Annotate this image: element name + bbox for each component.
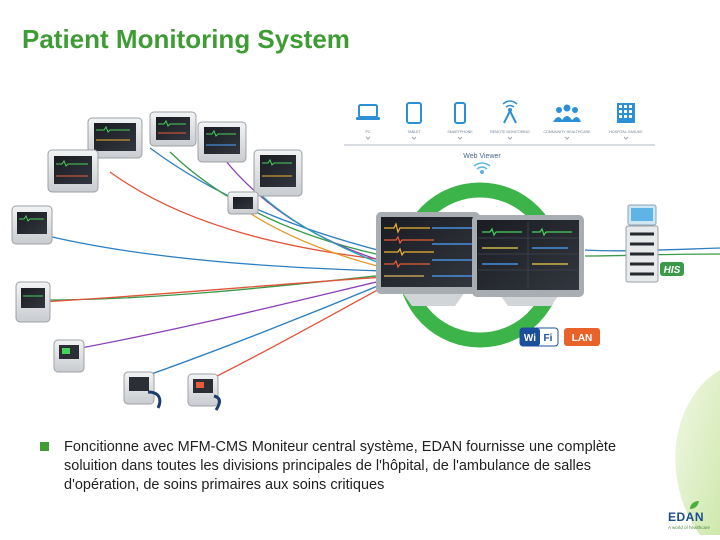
vital-signs-monitor-3 [187, 373, 221, 411]
wifi-label-a: Wi [524, 333, 536, 344]
page-title: Patient Monitoring System [22, 24, 350, 54]
bedside-monitor-4 [253, 149, 303, 197]
client-label: SMARTPHONE [447, 130, 473, 134]
system-diagram: HIS Web Viewer Wi Fi LAN PC TABLET SMARTPH… [11, 100, 720, 411]
bedside-monitor-5 [47, 149, 99, 193]
central-right-grid [478, 222, 578, 288]
bedside-monitor-3 [197, 121, 247, 163]
leaf-decoration [675, 370, 720, 535]
chevron-down-icon [411, 136, 417, 140]
wifi-badge: Wi Fi [519, 327, 559, 347]
lan-label: LAN [572, 333, 593, 344]
community-icon [553, 104, 581, 122]
client-label: PC [366, 130, 371, 134]
web-viewer-label: Web Viewer [463, 153, 501, 160]
bullet-marker [40, 442, 49, 451]
vital-signs-monitor-2 [123, 371, 162, 409]
bedside-monitor-1 [87, 117, 143, 159]
smartphone-icon [454, 102, 466, 124]
remote-monitoring-icon [502, 100, 518, 124]
laptop-icon [356, 104, 380, 120]
client-label: COMMUNITY HEALTHCARE [544, 130, 592, 134]
web-viewer-panel: Web Viewer [344, 144, 655, 175]
chevron-down-icon [507, 136, 513, 140]
his-label: HIS [664, 265, 681, 276]
feature-bullet-text: Foncitionne avec MFM-CMS Moniteur centra… [64, 439, 617, 493]
vital-signs-monitor-1 [53, 339, 85, 373]
lan-badge: LAN [564, 328, 600, 346]
client-label: TABLET [407, 130, 421, 134]
wifi-label-b: Fi [544, 333, 553, 344]
client-label: REMOTE MONITORING [490, 130, 530, 134]
wifi-signal-icon [473, 162, 491, 175]
chevron-down-icon [365, 136, 371, 140]
his-server: HIS [625, 204, 684, 283]
hospital-icon [617, 103, 635, 123]
edan-logo-tagline: A world of healthcare [668, 525, 711, 530]
web-viewer-clients: PC TABLET SMARTPHONE REMOTE MONITORING COMMU… [356, 100, 643, 140]
chevron-down-icon [457, 136, 463, 140]
bedside-monitor-7 [15, 281, 51, 323]
client-label: HOSPITAL JIASUKE [609, 130, 643, 134]
edan-logo-mark [690, 501, 699, 509]
bedside-monitor-6 [11, 205, 53, 245]
edan-logo-text: EDAN [668, 510, 705, 524]
central-station-left-stand [402, 292, 465, 306]
transport-monitor-1 [227, 191, 259, 215]
chevron-down-icon [623, 136, 629, 140]
feature-bullet: Foncitionne avec MFM-CMS Moniteur centra… [40, 438, 660, 495]
central-left-waveforms [384, 222, 472, 277]
edan-logo: EDAN A world of healthcare [668, 498, 718, 532]
tablet-icon [406, 102, 422, 124]
central-right-waveforms [482, 227, 572, 265]
chevron-down-icon [564, 136, 570, 140]
bedside-monitor-2 [149, 111, 197, 147]
central-station [376, 212, 584, 306]
connection-lines [39, 147, 720, 383]
